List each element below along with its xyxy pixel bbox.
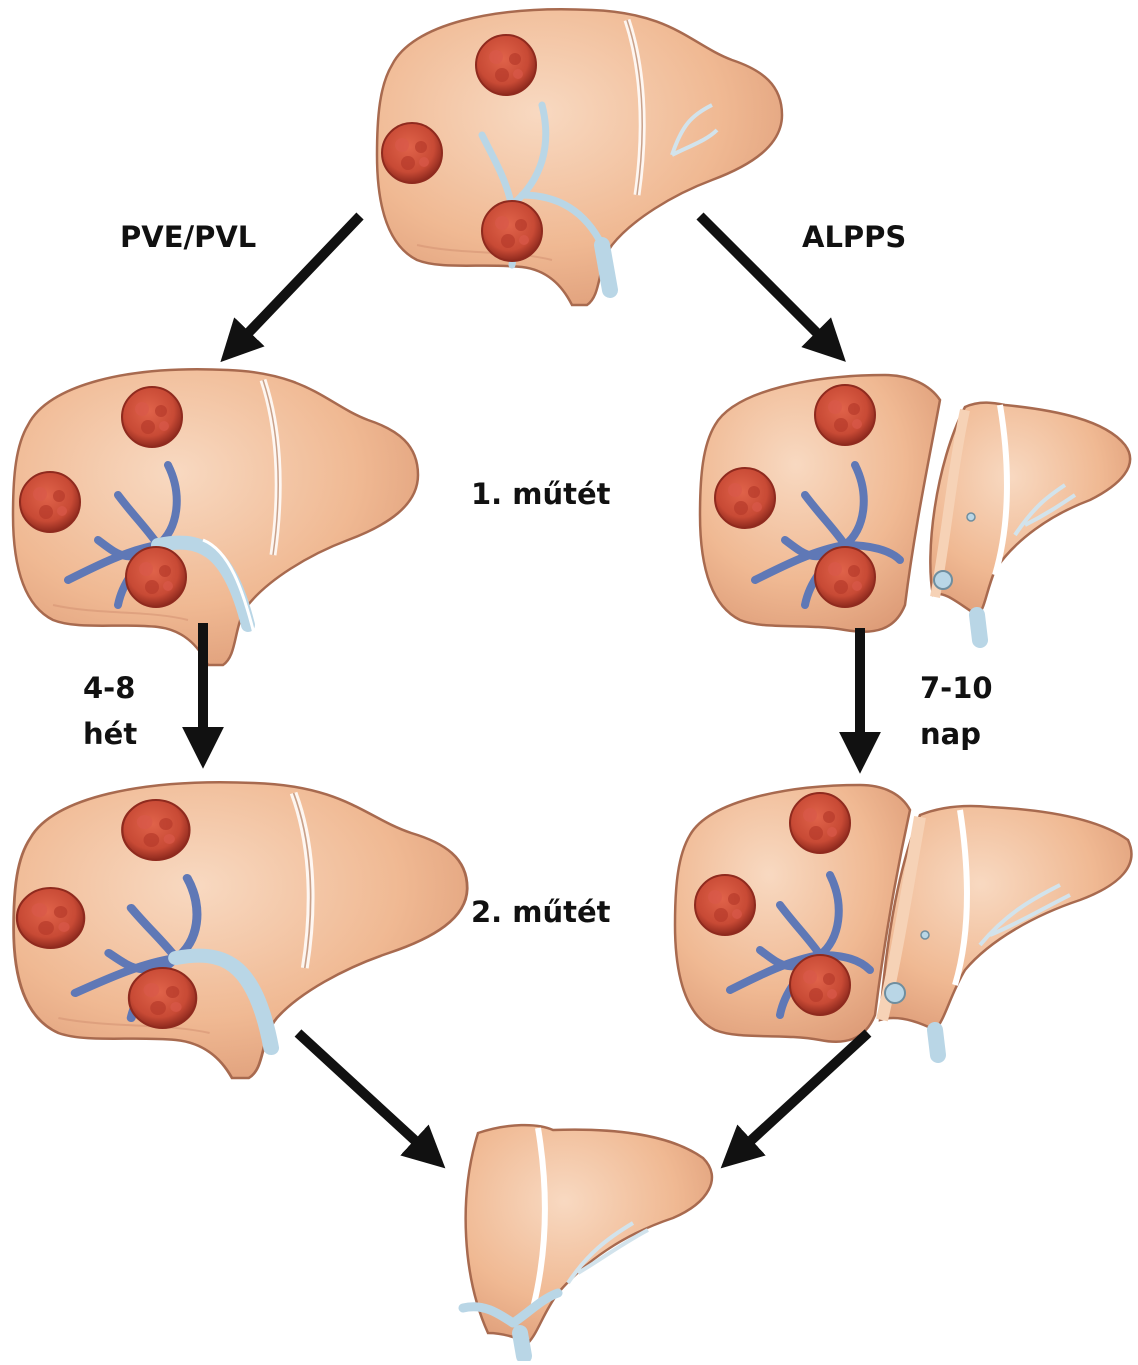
liver-alpps-step2 [675, 785, 1131, 1055]
tumor [695, 875, 755, 935]
tumor [790, 793, 850, 853]
interval-days-unit: nap [920, 711, 993, 757]
interval-days-value: 7-10 [920, 665, 993, 711]
tumor [20, 472, 80, 532]
label-pve-pvl: PVE/PVL [120, 213, 256, 261]
tumor [382, 123, 442, 183]
liver-initial [377, 9, 782, 305]
label-second-surgery: 2. műtét [471, 888, 611, 936]
tumor [482, 201, 542, 261]
tumor [129, 968, 196, 1028]
tumor [476, 35, 536, 95]
tumor [715, 468, 775, 528]
arrow-alpps-finish [733, 1033, 868, 1157]
tumor [790, 955, 850, 1015]
tumor [815, 385, 875, 445]
liver-remnant-result [463, 1125, 712, 1356]
tumor [122, 800, 189, 860]
arrow-pve-finish [298, 1033, 433, 1157]
label-interval-days: 7-10 nap [920, 665, 993, 757]
label-first-surgery: 1. műtét [471, 470, 611, 518]
label-interval-weeks: 4-8 hét [83, 665, 137, 757]
tumor [126, 547, 186, 607]
interval-weeks-value: 4-8 [83, 665, 137, 711]
liver-alpps-step1 [700, 375, 1130, 640]
tumor [17, 888, 84, 948]
liver-pve-step2 [14, 782, 468, 1078]
tumor [122, 387, 182, 447]
interval-weeks-unit: hét [83, 711, 137, 757]
liver-pve-step1 [13, 369, 418, 665]
tumor [815, 547, 875, 607]
label-alpps: ALPPS [802, 213, 906, 261]
